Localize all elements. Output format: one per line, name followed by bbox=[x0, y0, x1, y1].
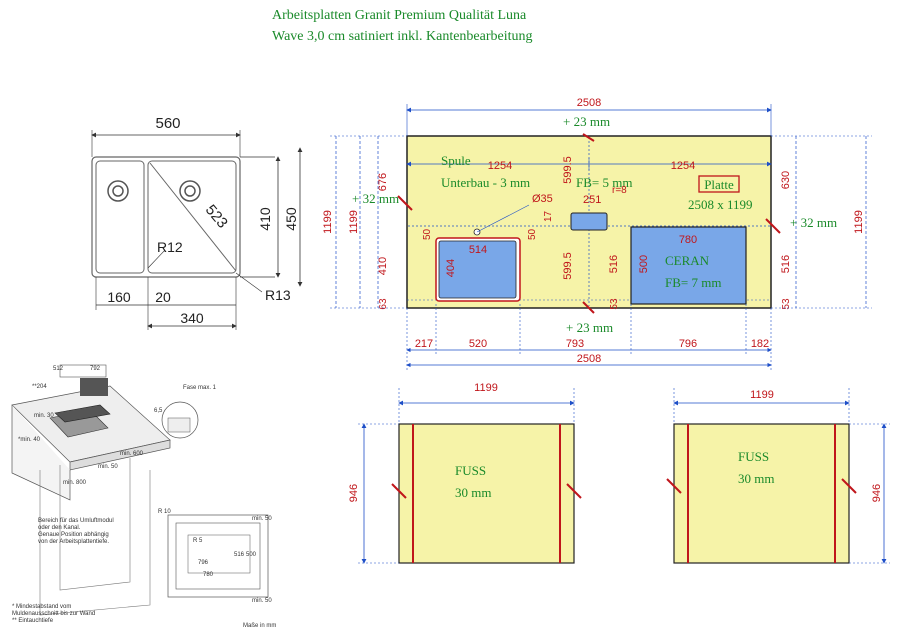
hob-note4: von der Arbeitsplattentiefe. bbox=[38, 539, 109, 545]
hob-min600: min. 600 bbox=[120, 451, 144, 457]
dim-676: 676 bbox=[377, 173, 389, 191]
dim-500: 500 bbox=[638, 255, 650, 273]
label-fb5: FB= 5 mm bbox=[576, 175, 632, 190]
plus23-top: + 23 mm bbox=[563, 114, 610, 129]
hob-spec-drawing: Fase max. 1 6,5 512 792 **204 min. 30 *m… bbox=[11, 364, 276, 629]
label-platte-size: 2508 x 1199 bbox=[688, 197, 753, 212]
hob-516: 516 bbox=[234, 552, 245, 558]
hob-min50a: min. 50 bbox=[98, 464, 118, 470]
dim-b-217: 217 bbox=[415, 338, 433, 350]
label-platte: Platte bbox=[704, 177, 734, 192]
dim-b-793: 793 bbox=[566, 338, 584, 350]
dim-5995-a: 599.5 bbox=[562, 156, 574, 184]
title-line-1: Arbeitsplatten Granit Premium Qualität L… bbox=[272, 8, 527, 23]
dim-516-a: 516 bbox=[608, 255, 620, 273]
hob-note3: Genaue Position abhängig bbox=[38, 532, 109, 538]
leg2-width: 1199 bbox=[750, 389, 774, 401]
dim-514: 514 bbox=[469, 244, 487, 256]
sink-h-410: 410 bbox=[257, 207, 273, 231]
hob-note2: oder den Kanal. bbox=[38, 525, 81, 531]
dim-17: 17 bbox=[543, 210, 554, 222]
dim-63: 63 bbox=[378, 298, 389, 310]
hob-min30: min. 30 bbox=[34, 413, 54, 419]
hob-500: 500 bbox=[246, 552, 257, 558]
leg2-label-thickness: 30 mm bbox=[738, 471, 774, 486]
dim-5995-b: 599.5 bbox=[562, 252, 574, 280]
hob-min40: *min. 40 bbox=[18, 437, 41, 443]
title-line-2: Wave 3,0 cm satiniert inkl. Kantenbearbe… bbox=[272, 29, 533, 44]
hob-fase-val: 6,5 bbox=[154, 408, 163, 414]
hob-792: 792 bbox=[90, 366, 101, 372]
dim-right-1199: 1199 bbox=[853, 210, 865, 234]
hob-foot1: * Mindestabstand vom bbox=[12, 604, 71, 610]
dim-b-796: 796 bbox=[679, 338, 697, 350]
dim-1254-right: 1254 bbox=[671, 160, 695, 172]
sink-cutout bbox=[438, 240, 517, 299]
dim-404: 404 bbox=[445, 259, 457, 277]
dim-d35: Ø35 bbox=[532, 193, 553, 205]
sink-h-450: 450 bbox=[283, 207, 299, 231]
main-plan: 2508 + 23 mm 1254 1254 Spule Unterbau - … bbox=[322, 97, 872, 370]
label-ceran: CERAN bbox=[665, 253, 710, 268]
hob-r10: R 10 bbox=[158, 509, 171, 515]
sink-width-560: 560 bbox=[155, 115, 180, 132]
dim-1254-left: 1254 bbox=[488, 160, 512, 172]
dim-251: 251 bbox=[583, 194, 601, 206]
label-fb7: FB= 7 mm bbox=[665, 275, 721, 290]
plus32-right: + 32 mm bbox=[790, 215, 837, 230]
dim-b-520: 520 bbox=[469, 338, 487, 350]
hob-cutout-ceran bbox=[630, 226, 747, 305]
hob-fase: Fase max. 1 bbox=[183, 385, 217, 391]
hob-780: 780 bbox=[203, 572, 214, 578]
sink-r12: R12 bbox=[157, 239, 183, 255]
plus23-bottom: + 23 mm bbox=[566, 320, 613, 335]
leg2-height: 946 bbox=[871, 484, 883, 502]
leg2-label-fuss: FUSS bbox=[738, 449, 769, 464]
dim-b-182: 182 bbox=[751, 338, 769, 350]
leg1-label-fuss: FUSS bbox=[455, 463, 486, 478]
plus32-left: + 32 mm bbox=[352, 191, 399, 206]
label-spule: Spule bbox=[441, 153, 471, 168]
hob-foot2: Muldenausschnitt bis zur Wand bbox=[12, 611, 95, 617]
hob-796: 796 bbox=[198, 560, 209, 566]
dim-53-a: 53 bbox=[609, 298, 620, 310]
dim-top-2508: 2508 bbox=[577, 97, 601, 109]
sink-r13: R13 bbox=[265, 287, 291, 303]
dim-left-1199-b: 1199 bbox=[348, 210, 360, 234]
leg1-width: 1199 bbox=[474, 382, 498, 394]
hob-note1: Bereich für das Umluftmodul bbox=[38, 518, 114, 524]
dim-780: 780 bbox=[679, 234, 697, 246]
sink-340: 340 bbox=[180, 310, 204, 326]
hob-min800: min. 800 bbox=[63, 480, 87, 486]
hob-min50b: min. 50 bbox=[252, 516, 272, 522]
dim-516-b: 516 bbox=[780, 255, 792, 273]
leg1-height: 946 bbox=[348, 484, 360, 502]
dim-50b: 50 bbox=[527, 228, 538, 240]
faucet-cutout bbox=[570, 212, 608, 231]
leg-panel-1: 1199 946 FUSS 30 mm bbox=[348, 382, 582, 564]
sink-160: 160 bbox=[107, 289, 131, 305]
hob-foot3: ** Eintauchtiefe bbox=[12, 618, 54, 624]
hob-mass: Maße in mm bbox=[243, 623, 276, 629]
dim-630: 630 bbox=[780, 171, 792, 189]
dim-50a: 50 bbox=[422, 228, 433, 240]
leg1-label-thickness: 30 mm bbox=[455, 485, 491, 500]
leg-panel-2: 1199 946 FUSS 30 mm bbox=[666, 388, 890, 564]
hob-r5: R 5 bbox=[193, 538, 203, 544]
dim-53-b: 53 bbox=[781, 298, 792, 310]
dim-r8: r=8 bbox=[612, 185, 627, 196]
label-unterbau: Unterbau - 3 mm bbox=[441, 175, 530, 190]
sink-spec-drawing: 560 523 410 450 R12 R13 160 20 340 bbox=[80, 112, 308, 334]
hob-512: 512 bbox=[53, 366, 64, 372]
dim-bottom-2508: 2508 bbox=[577, 353, 601, 365]
sink-20: 20 bbox=[155, 289, 171, 305]
dim-410: 410 bbox=[377, 257, 389, 275]
dim-left-1199-a: 1199 bbox=[322, 210, 334, 234]
hob-204: **204 bbox=[32, 384, 47, 390]
hob-min50c: min. 50 bbox=[252, 598, 272, 604]
